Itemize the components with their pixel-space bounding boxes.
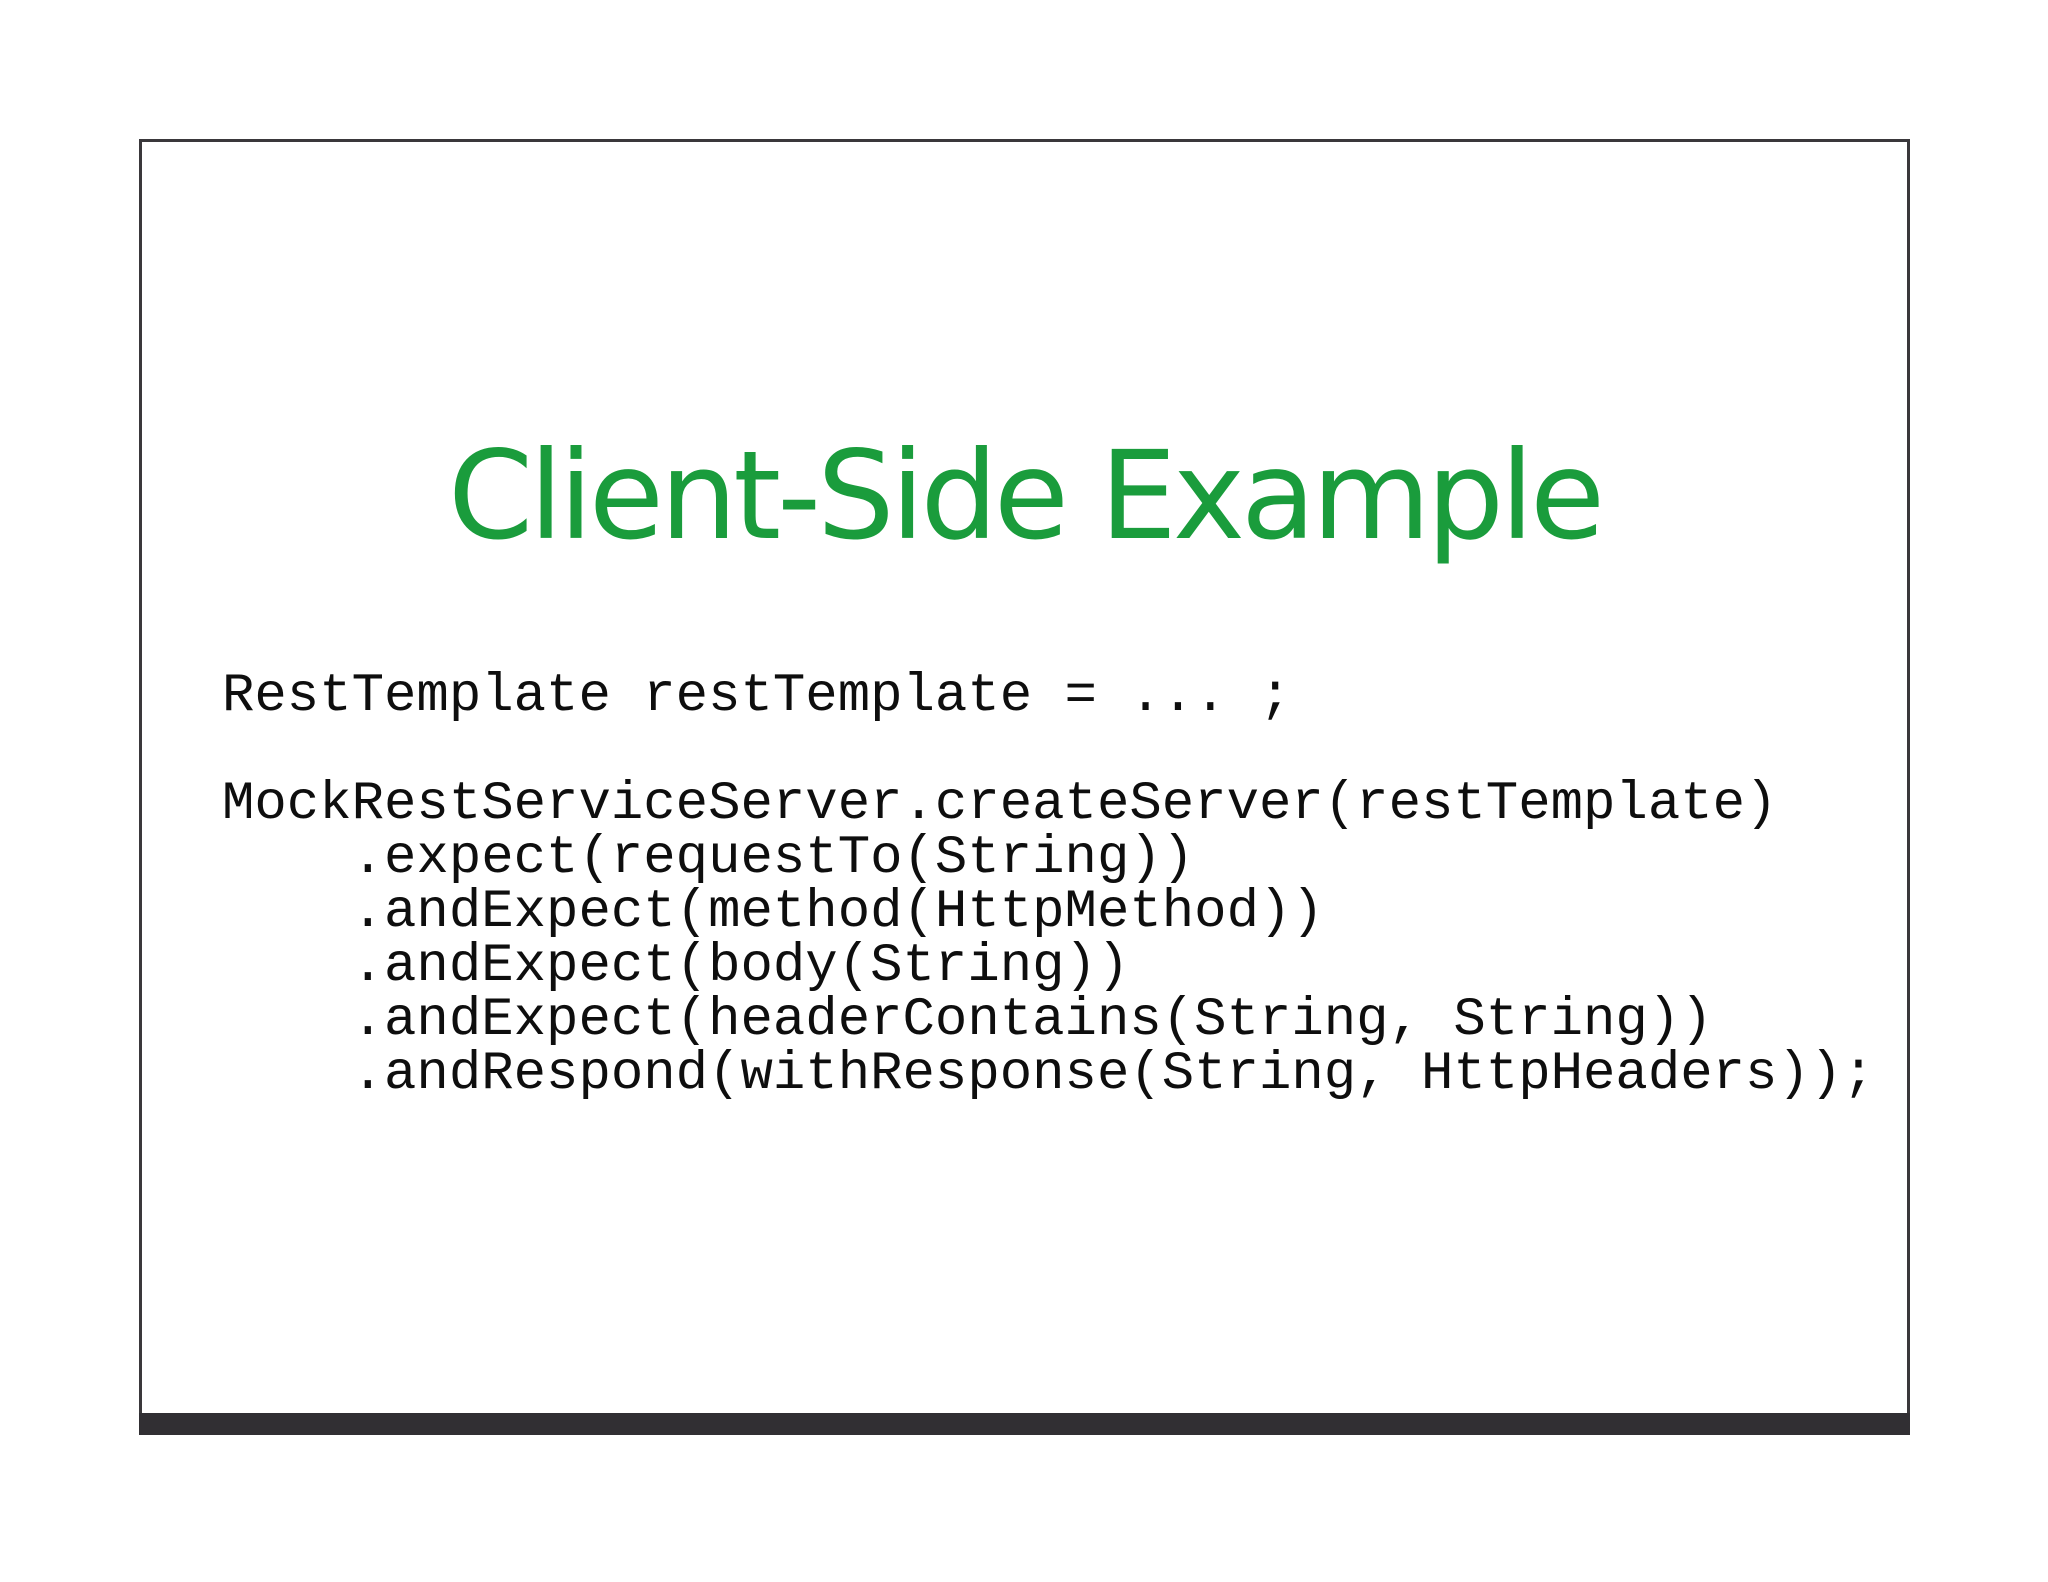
code-line: .expect(requestTo(String)) <box>222 828 1195 889</box>
code-line: MockRestServiceServer.createServer(restT… <box>222 774 1778 835</box>
slide-footer-bar <box>139 1413 1910 1435</box>
slide-title: Client-Side Example <box>447 425 1605 567</box>
code-block: RestTemplate restTemplate = ... ; MockRe… <box>222 670 1875 1102</box>
code-line: .andExpect(method(HttpMethod)) <box>222 882 1324 943</box>
code-line: .andRespond(withResponse(String, HttpHea… <box>222 1044 1875 1105</box>
slide: Client-Side Example RestTemplate restTem… <box>139 139 1910 1435</box>
code-line: .andExpect(body(String)) <box>222 936 1130 997</box>
code-line: .andExpect(headerContains(String, String… <box>222 990 1713 1051</box>
code-line: RestTemplate restTemplate = ... ; <box>222 666 1292 727</box>
code-line <box>222 724 1875 778</box>
